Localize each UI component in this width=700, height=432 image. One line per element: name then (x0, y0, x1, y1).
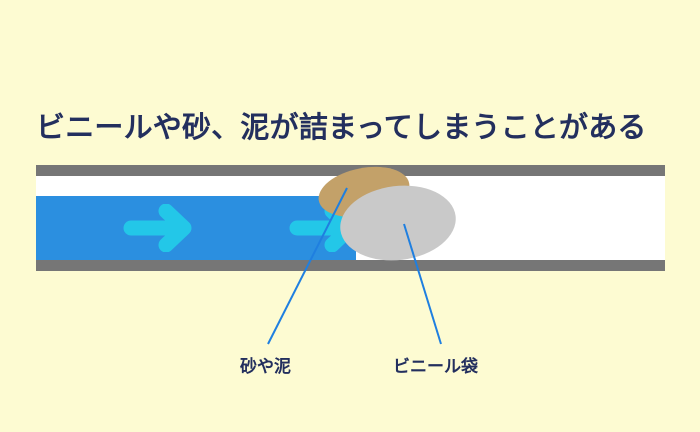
flow-arrow-icon (123, 204, 192, 252)
callout-label-sand: 砂や泥 (240, 357, 291, 376)
pipe-wall-bottom (36, 260, 665, 271)
callout-label-plastic-bag: ビニール袋 (393, 357, 478, 376)
page-title: ビニールや砂、泥が詰まってしまうことがある (36, 112, 647, 144)
